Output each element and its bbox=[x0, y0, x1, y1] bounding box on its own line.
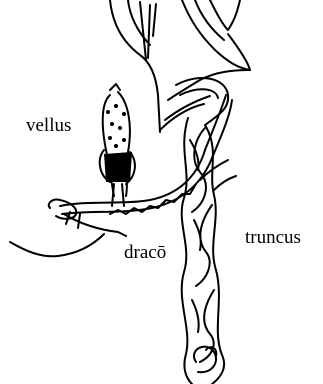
twisted-trunk bbox=[176, 78, 228, 384]
label-draco: dracō bbox=[124, 243, 166, 262]
label-truncus: truncus bbox=[245, 228, 301, 247]
label-vellus: vellus bbox=[26, 116, 71, 135]
